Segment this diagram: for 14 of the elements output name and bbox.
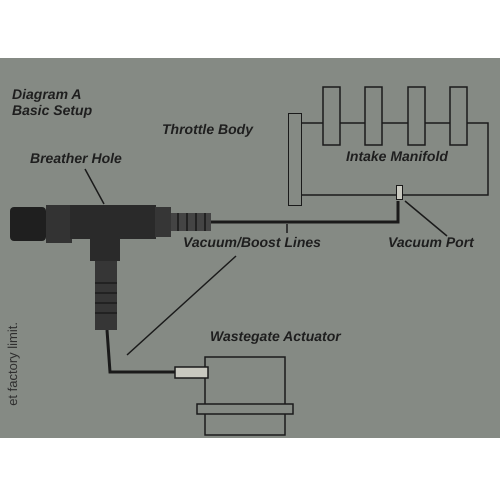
leader-line: [84, 168, 105, 204]
part-label: Vacuum Port: [388, 234, 474, 250]
part-label: Wastegate Actuator: [210, 328, 341, 344]
leader-line: [404, 200, 448, 237]
vacuum-hose: [211, 201, 400, 224]
part-label: Throttle Body: [162, 121, 253, 137]
vacuum-hose: [106, 330, 175, 374]
rotated-note: et factory limit.: [5, 322, 20, 406]
leader-line: [126, 255, 236, 356]
leader-line: [286, 224, 288, 233]
part-label: Breather Hole: [30, 150, 122, 166]
part-label: Intake Manifold: [346, 148, 448, 164]
part-label: Vacuum/Boost Lines: [183, 234, 321, 250]
diagram-title: Diagram A Basic Setup: [12, 86, 94, 118]
